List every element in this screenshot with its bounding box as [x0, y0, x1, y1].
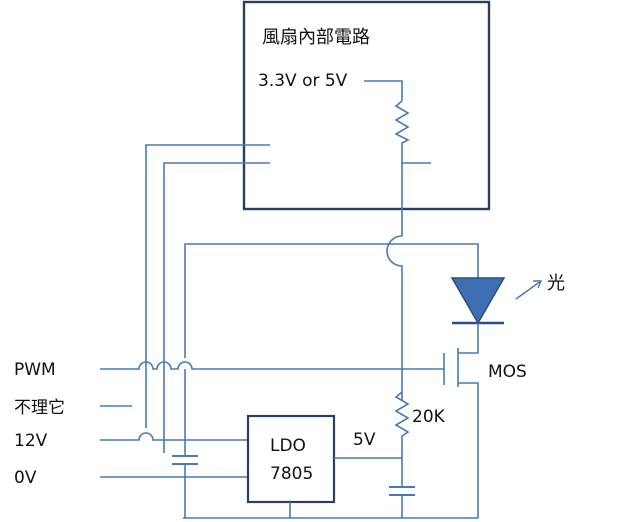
- ldo-output-label: 5V: [353, 430, 376, 450]
- ldo-box: [246, 414, 336, 504]
- mos-label: MOS: [488, 362, 527, 382]
- light-label: 光: [547, 273, 565, 294]
- top-bus: [184, 243, 479, 358]
- resistor-20k: [394, 391, 410, 458]
- mos-drain-wire: [458, 323, 479, 354]
- ldo-label-1: LDO: [270, 436, 306, 456]
- light-arrow: [515, 280, 542, 300]
- input-label-pwm: PWM: [14, 360, 56, 380]
- input-label-0v: 0V: [14, 468, 37, 488]
- fan-internal-box: [242, 0, 491, 211]
- pullup-resistor: [394, 100, 410, 209]
- pwm-line: [100, 361, 444, 370]
- ldo-label-2: 7805: [270, 464, 313, 484]
- led-symbol: [450, 277, 506, 325]
- input-label-12v: 12V: [14, 431, 48, 451]
- resistor-label: 20K: [412, 407, 446, 427]
- signal-line: [386, 209, 403, 400]
- light-arrowhead: [533, 280, 543, 289]
- 12v-line: [100, 432, 248, 441]
- pullup-wire: [364, 80, 403, 101]
- input-label-ignore: 不理它: [14, 398, 65, 418]
- fan-internal-label: 風扇內部電路: [262, 27, 370, 48]
- supply-voltage-label: 3.3V or 5V: [258, 71, 348, 91]
- internal-wire-2: [163, 162, 270, 453]
- internal-wire-1: [145, 144, 270, 428]
- mos-source-wire: [183, 382, 479, 519]
